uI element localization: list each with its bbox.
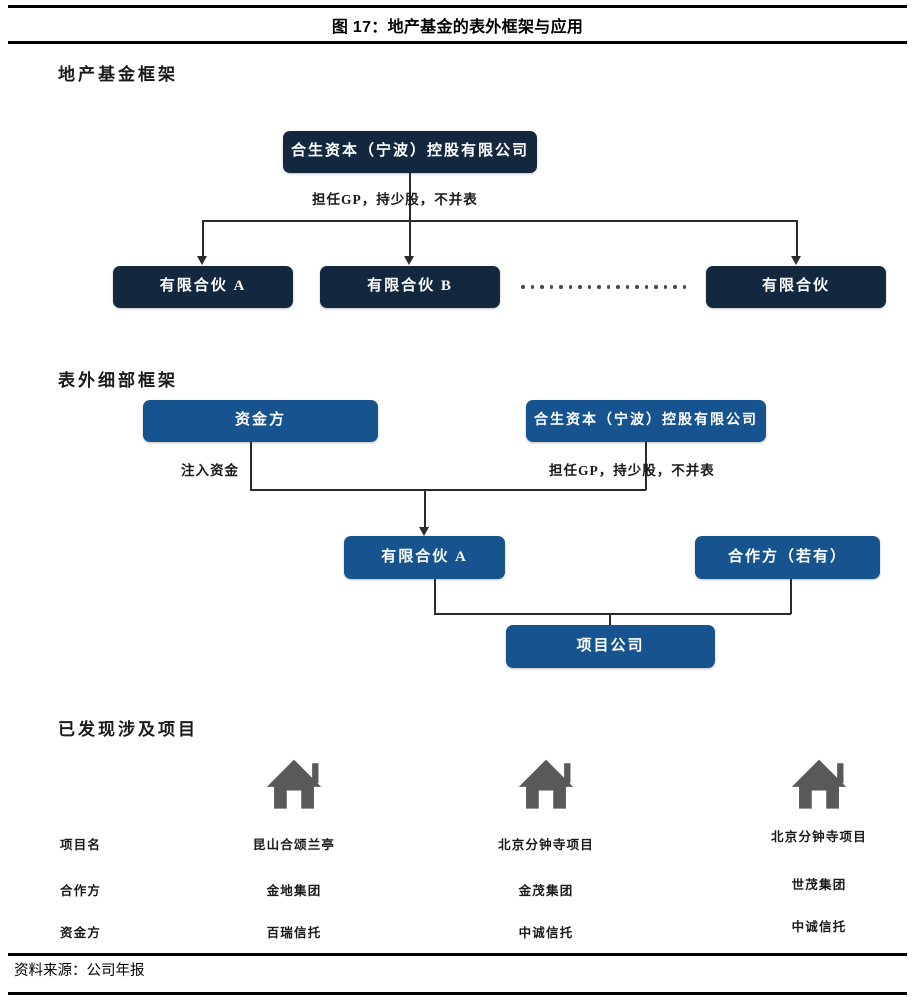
edge-label-gp-role: 担任GP，持少股，不并表 <box>549 463 715 478</box>
cell-funder: 中诚信托 <box>518 926 574 940</box>
connector-drop-b <box>409 220 411 258</box>
node-project-company: 项目公司 <box>506 625 715 668</box>
connector-sponsor-stem <box>645 442 647 490</box>
connector-merge-bar <box>250 489 646 491</box>
row-label-funder: 资金方 <box>60 926 102 940</box>
house-icon <box>517 757 575 813</box>
node-limited-partnership-b: 有限合伙 B <box>320 266 500 308</box>
arrowhead-b <box>404 256 414 265</box>
connector-drop-a <box>202 220 204 258</box>
node-parent-company: 合生资本（宁波）控股有限公司 <box>283 131 537 173</box>
node-cooperator: 合作方（若有） <box>695 536 880 579</box>
node-limited-partnership-a: 有限合伙 A <box>113 266 293 308</box>
cell-funder: 中诚信托 <box>791 920 847 934</box>
connector-project-bar <box>434 613 791 615</box>
section-label-framework: 地产基金框架 <box>58 65 178 84</box>
node-limited-partnership-n: 有限合伙 <box>706 266 886 308</box>
house-icon <box>265 757 323 813</box>
cell-partner: 世茂集团 <box>791 878 847 892</box>
footer-bottom-rule <box>8 992 907 995</box>
title-underline-rule <box>8 41 907 44</box>
cell-project-name: 北京分钟寺项目 <box>771 830 867 844</box>
ellipsis-dots <box>521 284 686 290</box>
edge-label-inject-funds: 注入资金 <box>181 463 239 478</box>
node-funder: 资金方 <box>143 400 378 442</box>
arrowhead-partnership <box>419 527 429 536</box>
cell-partner: 金地集团 <box>266 884 322 898</box>
house-icon <box>790 757 848 813</box>
cell-partner: 金茂集团 <box>518 884 574 898</box>
cell-funder: 百瑞信托 <box>266 926 322 940</box>
cell-project-name: 北京分钟寺项目 <box>498 838 594 852</box>
connector-cooperator-stem <box>790 579 792 614</box>
arrowhead-a <box>197 256 207 265</box>
node-partnership-a: 有限合伙 A <box>344 536 505 579</box>
top-rule <box>8 5 907 8</box>
row-label-project-name: 项目名 <box>60 838 102 852</box>
node-sponsor-company: 合生资本（宁波）控股有限公司 <box>526 400 766 442</box>
arrowhead-c <box>791 256 801 265</box>
edge-label-framework: 担任GP，持少股，不并表 <box>312 192 478 207</box>
row-label-partner: 合作方 <box>60 884 102 898</box>
connector-partnership-stem <box>434 579 436 614</box>
source-note: 资料来源：公司年报 <box>14 963 145 979</box>
connector-funder-stem <box>250 442 252 490</box>
connector-merge-drop <box>424 489 426 529</box>
section-label-projects: 已发现涉及项目 <box>58 720 198 739</box>
connector-drop-c <box>796 220 798 258</box>
connector-parent-stem <box>409 173 411 221</box>
footer-top-rule <box>8 953 907 956</box>
connector-distribution-bar <box>202 220 797 222</box>
section-label-offbalance: 表外细部框架 <box>58 371 178 390</box>
cell-project-name: 昆山合颂兰亭 <box>252 838 336 852</box>
figure-title: 图 17：地产基金的表外框架与应用 <box>331 19 584 36</box>
